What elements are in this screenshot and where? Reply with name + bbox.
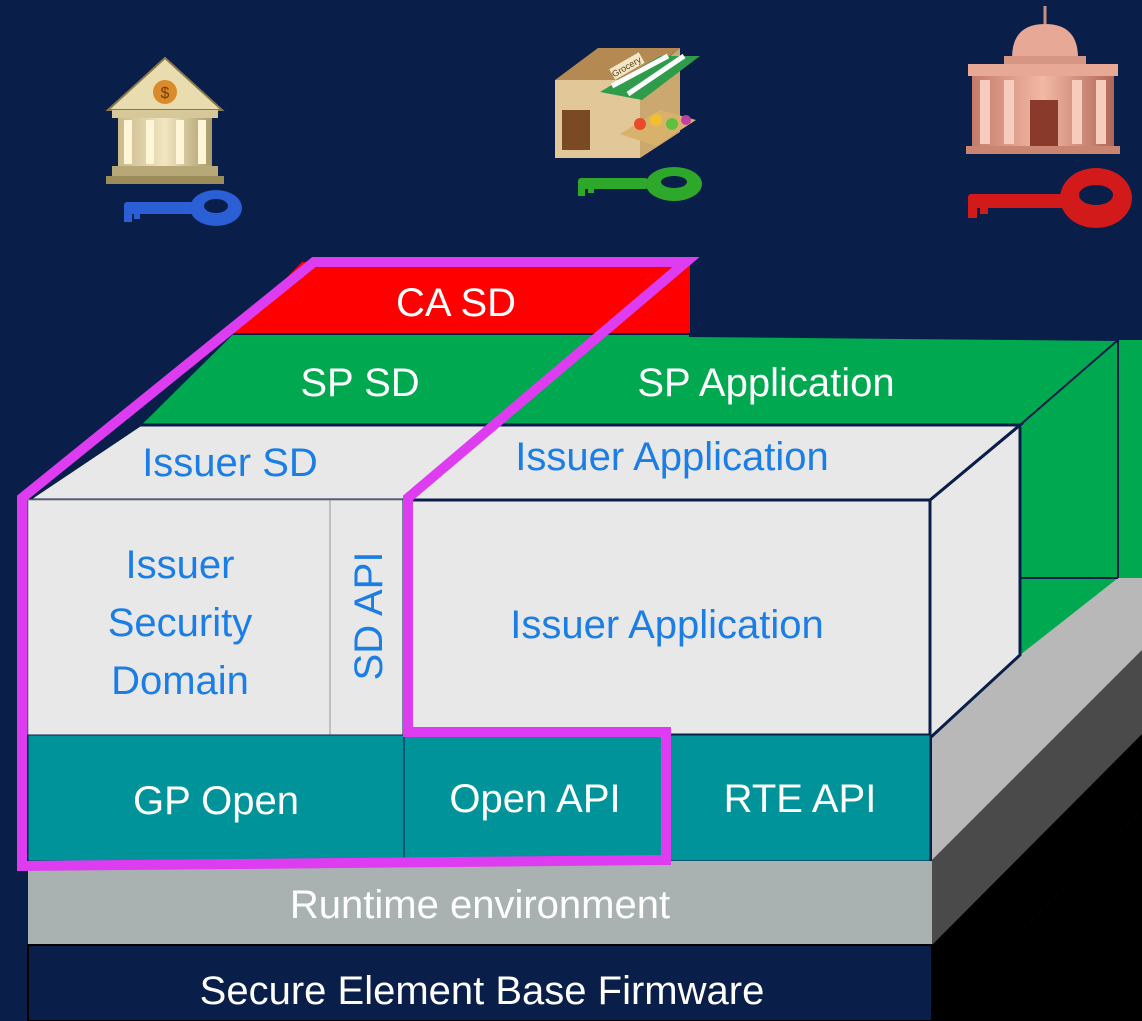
- issuer-security-domain-label-1: Issuer: [126, 543, 235, 587]
- bank-icon: $: [105, 56, 225, 184]
- rte-api-box: [665, 734, 931, 862]
- gp-open-label: GP Open: [133, 779, 299, 823]
- sp-layer: [137, 333, 1121, 426]
- gp-open-box: [27, 734, 405, 862]
- sp-sd-label: SP SD: [300, 361, 419, 405]
- runtime-environment-box: [28, 861, 932, 945]
- ca-sd-layer: [232, 262, 690, 334]
- firmware-label: Secure Element Base Firmware: [200, 969, 765, 1013]
- sp-application-label: SP Application: [637, 361, 894, 405]
- dollar-sign: $: [161, 85, 170, 102]
- magenta-outline: [17, 257, 700, 872]
- issuer-security-domain-label-2: Security: [108, 601, 253, 645]
- government-building-icon: [966, 6, 1120, 154]
- red-key-icon: [968, 168, 1132, 228]
- green-key-icon: [578, 167, 702, 201]
- issuer-application-box: [402, 498, 932, 737]
- open-api-box: [403, 734, 667, 862]
- open-api-label: Open API: [449, 777, 620, 821]
- issuer-application-top-label: Issuer Application: [515, 435, 829, 479]
- firmware-box: [27, 944, 933, 1021]
- sd-api-label: SD API: [347, 552, 391, 681]
- issuer-application-front-label: Issuer Application: [510, 603, 824, 647]
- blue-key-icon: [124, 190, 242, 226]
- issuer-security-domain-box: [27, 499, 331, 736]
- issuer-sd-top-label: Issuer SD: [142, 441, 318, 485]
- side-walls: [928, 340, 1142, 1021]
- issuer-security-domain-label-3: Domain: [111, 659, 249, 703]
- runtime-environment-label: Runtime environment: [290, 883, 670, 927]
- sd-api-box: [329, 499, 405, 736]
- rte-api-label: RTE API: [724, 777, 877, 821]
- grocery-store-icon: Grocery: [555, 48, 700, 158]
- ca-sd-label: CA SD: [396, 281, 516, 325]
